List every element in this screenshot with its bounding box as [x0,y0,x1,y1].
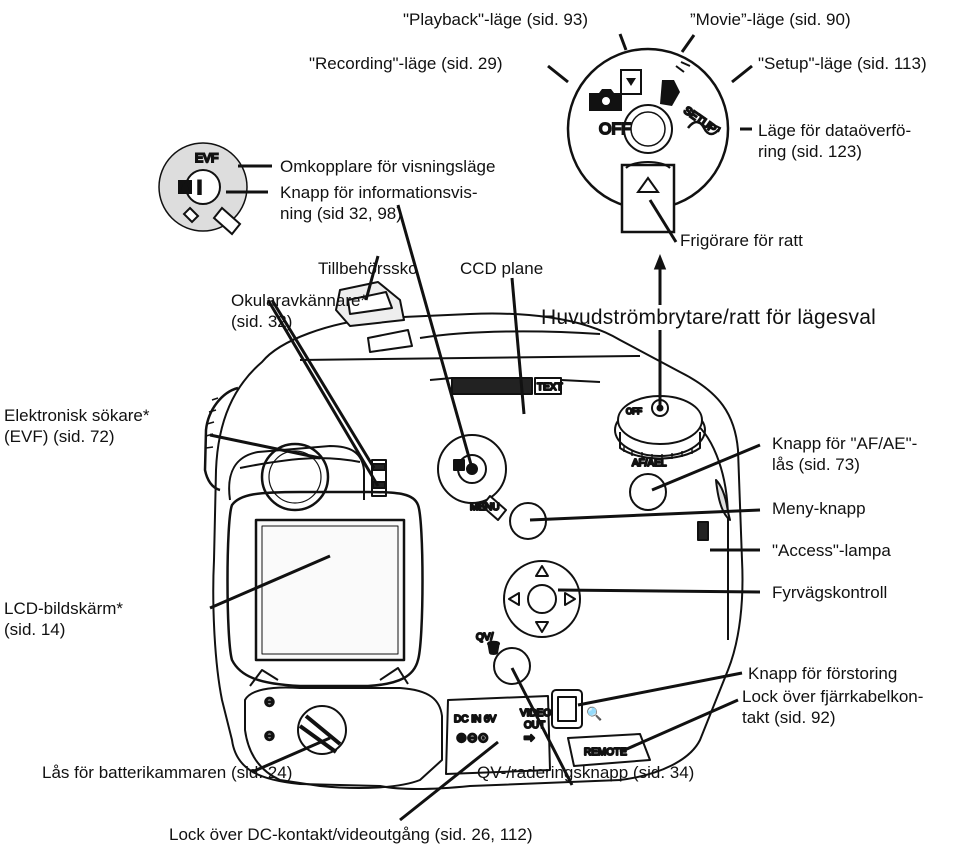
label-data-transfer-line1: Läge för dataöverfö- [758,120,911,141]
label-four-way-controller: Fyrvägskontroll [772,582,887,603]
label-evf-line1: Elektronisk sökare* [4,405,150,426]
label-remote-cover-line2: takt (sid. 92) [742,707,923,728]
label-eye-sensor-line1: Okularavkännare* [231,290,367,311]
magnify-mark: 🔍 [586,705,602,721]
label-eye-sensor: Okularavkännare* (sid. 32) [231,290,367,332]
label-af-ae-lock-line1: Knapp för "AF/AE"- [772,433,917,454]
label-menu-button: Meny-knapp [772,498,866,519]
label-evf: Elektronisk sökare* (EVF) (sid. 72) [4,405,150,447]
mark-text: TEXT [537,382,563,393]
label-evf-line2: (EVF) (sid. 72) [4,426,150,447]
label-setup-mode: "Setup"-läge (sid. 113) [758,53,927,74]
dial-off-mark: OFF [626,407,642,416]
label-eye-sensor-line2: (sid. 32) [231,311,367,332]
label-playback-mode: "Playback"-läge (sid. 93) [403,9,588,30]
display-switch-closeup: i A EVF [159,143,247,234]
label-recording-mode: "Recording"-läge (sid. 29) [309,53,503,74]
auto-a-mark: A [181,183,189,195]
info-i-mark: i [197,178,202,198]
label-info-button-line1: Knapp för informationsvis- [280,182,477,203]
label-lcd-line2: (sid. 14) [4,619,123,640]
label-display-switch: Omkopplare för visningsläge [280,156,495,177]
dial-off-label: OFF [599,121,631,138]
camera-body: TEXT ⊖ ⊖ DC IN 6V VIDEO OUT ⊕⊖⊙ ⇨ [205,282,742,789]
label-info-button: Knapp för informationsvis- ning (sid 32,… [280,182,477,224]
label-battery-lock: Lås för batterikammaren (sid. 24) [42,762,292,783]
battery-unlock-mark: ⊖ [264,728,275,743]
video-symbol: ⇨ [524,730,535,745]
label-dial-release: Frigörare för ratt [680,230,803,251]
label-lcd: LCD-bildskärm* (sid. 14) [4,598,123,640]
label-access-lamp: "Access"-lampa [772,540,891,561]
label-info-button-line2: ning (sid 32, 98) [280,203,477,224]
label-data-transfer: Läge för dataöverfö- ring (sid. 123) [758,120,911,162]
battery-lock-mark: ⊖ [264,694,275,709]
mark-menu: MENU [470,502,499,513]
label-af-ae-lock-line2: lås (sid. 73) [772,454,917,475]
label-qv-delete: QV-/raderingsknapp (sid. 34) [477,762,694,783]
label-ccd-plane: CCD plane [460,258,543,279]
dial-setup-label: SETUP [681,105,718,136]
mode-dial-closeup: OFF SETUP [568,49,728,232]
label-lcd-line1: LCD-bildskärm* [4,598,123,619]
label-af-ae-lock: Knapp för "AF/AE"- lås (sid. 73) [772,433,917,475]
label-magnify-button: Knapp för förstoring [748,663,897,684]
label-movie-mode: ”Movie”-läge (sid. 90) [690,9,851,30]
dc-symbol: ⊕⊖⊙ [456,730,489,745]
evf-mark: EVF [195,151,218,165]
label-accessory-shoe: Tillbehörssko [318,258,418,279]
label-main-switch: Huvudströmbrytare/ratt för lägesval [541,306,876,330]
mark-dc-in: DC IN 6V [454,714,497,725]
label-remote-cover-line1: Lock över fjärrkabelkon- [742,686,923,707]
label-data-transfer-line2: ring (sid. 123) [758,141,911,162]
label-remote-cover: Lock över fjärrkabelkon- takt (sid. 92) [742,686,923,728]
label-dc-video-cover: Lock över DC-kontakt/videoutgång (sid. 2… [169,824,533,845]
